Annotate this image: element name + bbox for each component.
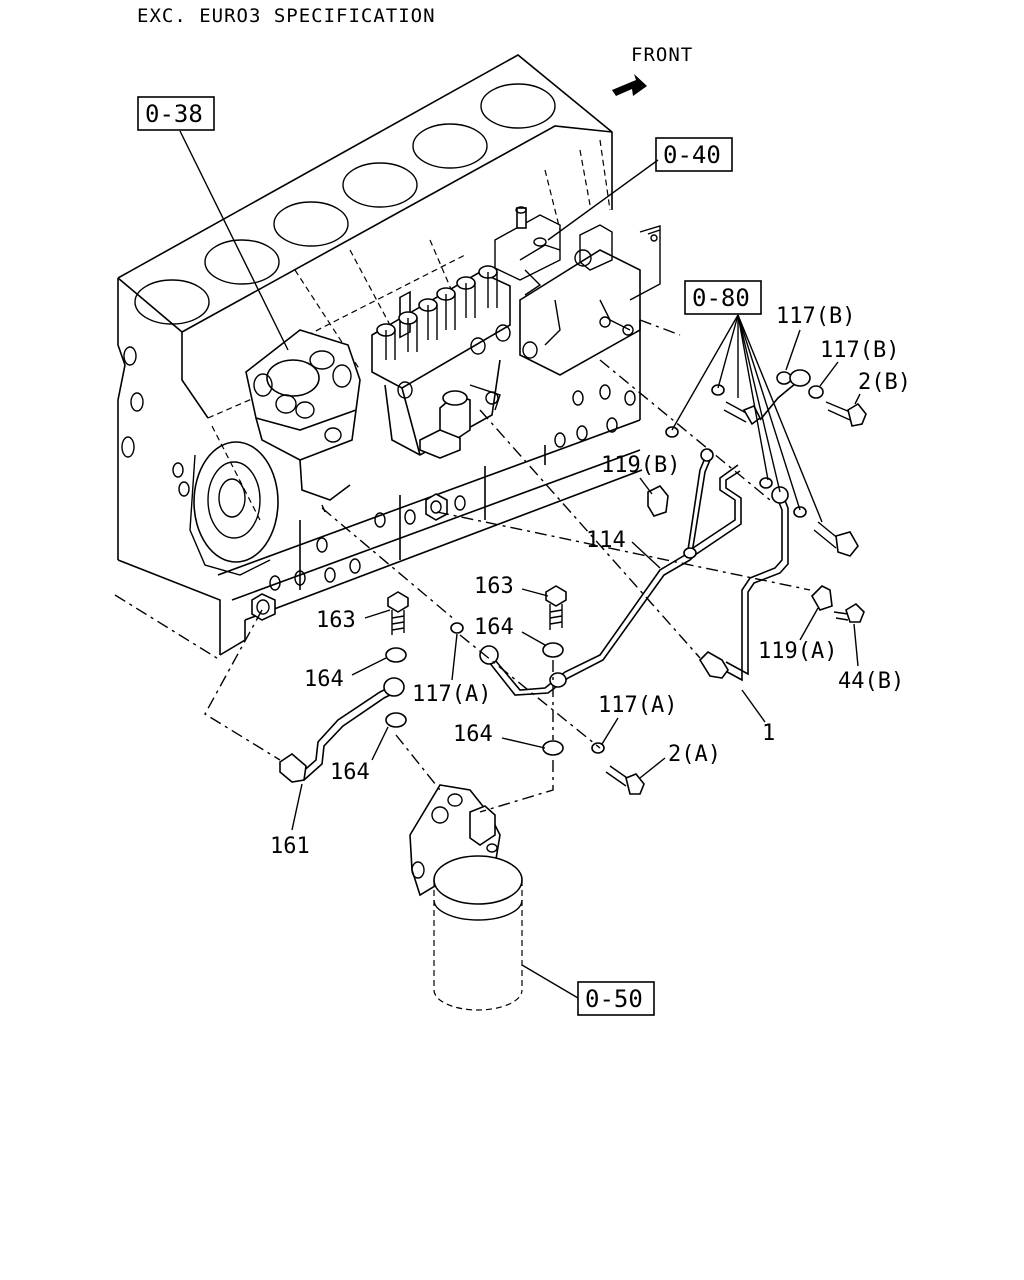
- washer-164-c: [542, 642, 564, 658]
- callout-164-1: 164: [304, 667, 344, 692]
- callout-44b: 44(B): [838, 669, 904, 694]
- air-compressor: [245, 329, 361, 513]
- washer-117a-b: [591, 742, 605, 754]
- washer-164-d: [542, 740, 564, 756]
- front-arrow-icon: [612, 74, 647, 96]
- ref-0-80-label: 0-80: [692, 284, 750, 312]
- washer-164-a: [385, 647, 407, 663]
- callout-161: 161: [270, 834, 310, 859]
- washer-117b-a: [776, 371, 792, 385]
- ref-box-0-38[interactable]: 0-38: [137, 96, 215, 131]
- callout-117a-2: 117(A): [598, 693, 677, 718]
- callout-2a: 2(A): [668, 742, 721, 767]
- callout-1: 1: [762, 721, 775, 746]
- callouts: 117(B) 117(B) 2(B) 119(B) 114 163 163 16…: [270, 304, 911, 859]
- oil-filter: [409, 784, 523, 1011]
- injection-pump: [371, 265, 511, 459]
- pipe-161: [279, 677, 405, 783]
- ref-box-0-50[interactable]: 0-50: [577, 981, 655, 1016]
- bolt-2a: [625, 773, 645, 795]
- callout-164-4: 164: [453, 722, 493, 747]
- engine-block: [117, 54, 643, 656]
- pipe-114: [479, 448, 742, 696]
- ref-0-50-label: 0-50: [585, 985, 643, 1013]
- callout-117b-1: 117(B): [776, 304, 855, 329]
- washer-117b-b: [808, 385, 824, 399]
- callout-117b-2: 117(B): [820, 338, 899, 363]
- callout-2b: 2(B): [858, 370, 911, 395]
- ref-0-40-label: 0-40: [663, 141, 721, 169]
- bolt-2b: [847, 402, 867, 427]
- clip-119b: [647, 484, 669, 517]
- fuel-manifold-assembly: [494, 206, 661, 376]
- pipe-1: [698, 379, 801, 682]
- specification-title: EXC. EURO3 SPECIFICATION: [137, 5, 436, 27]
- ref-box-0-40[interactable]: 0-40: [655, 137, 733, 172]
- washer-164-b: [385, 712, 407, 728]
- bolt-163-b: [545, 585, 567, 607]
- callout-119a: 119(A): [758, 639, 837, 664]
- bolt-163-a: [387, 591, 409, 613]
- callout-114: 114: [586, 528, 626, 553]
- callout-164-2: 164: [474, 615, 514, 640]
- callout-164-3: 164: [330, 760, 370, 785]
- ref-box-0-80[interactable]: 0-80: [684, 280, 762, 315]
- ref-0-80-leaders: [671, 314, 823, 523]
- callout-117a-1: 117(A): [412, 682, 491, 707]
- hardware: [385, 369, 867, 795]
- washer-117a-a: [450, 622, 464, 634]
- callout-163-1: 163: [316, 608, 356, 633]
- front-label: FRONT: [631, 44, 693, 66]
- ref-0-38-label: 0-38: [145, 100, 203, 128]
- callout-163-2: 163: [474, 574, 514, 599]
- assembly-lines: [114, 319, 811, 813]
- callout-119b: 119(B): [601, 453, 680, 478]
- clip-119a: [811, 585, 833, 611]
- front-indicator: FRONT: [612, 44, 693, 96]
- bolt-44b: [845, 602, 865, 623]
